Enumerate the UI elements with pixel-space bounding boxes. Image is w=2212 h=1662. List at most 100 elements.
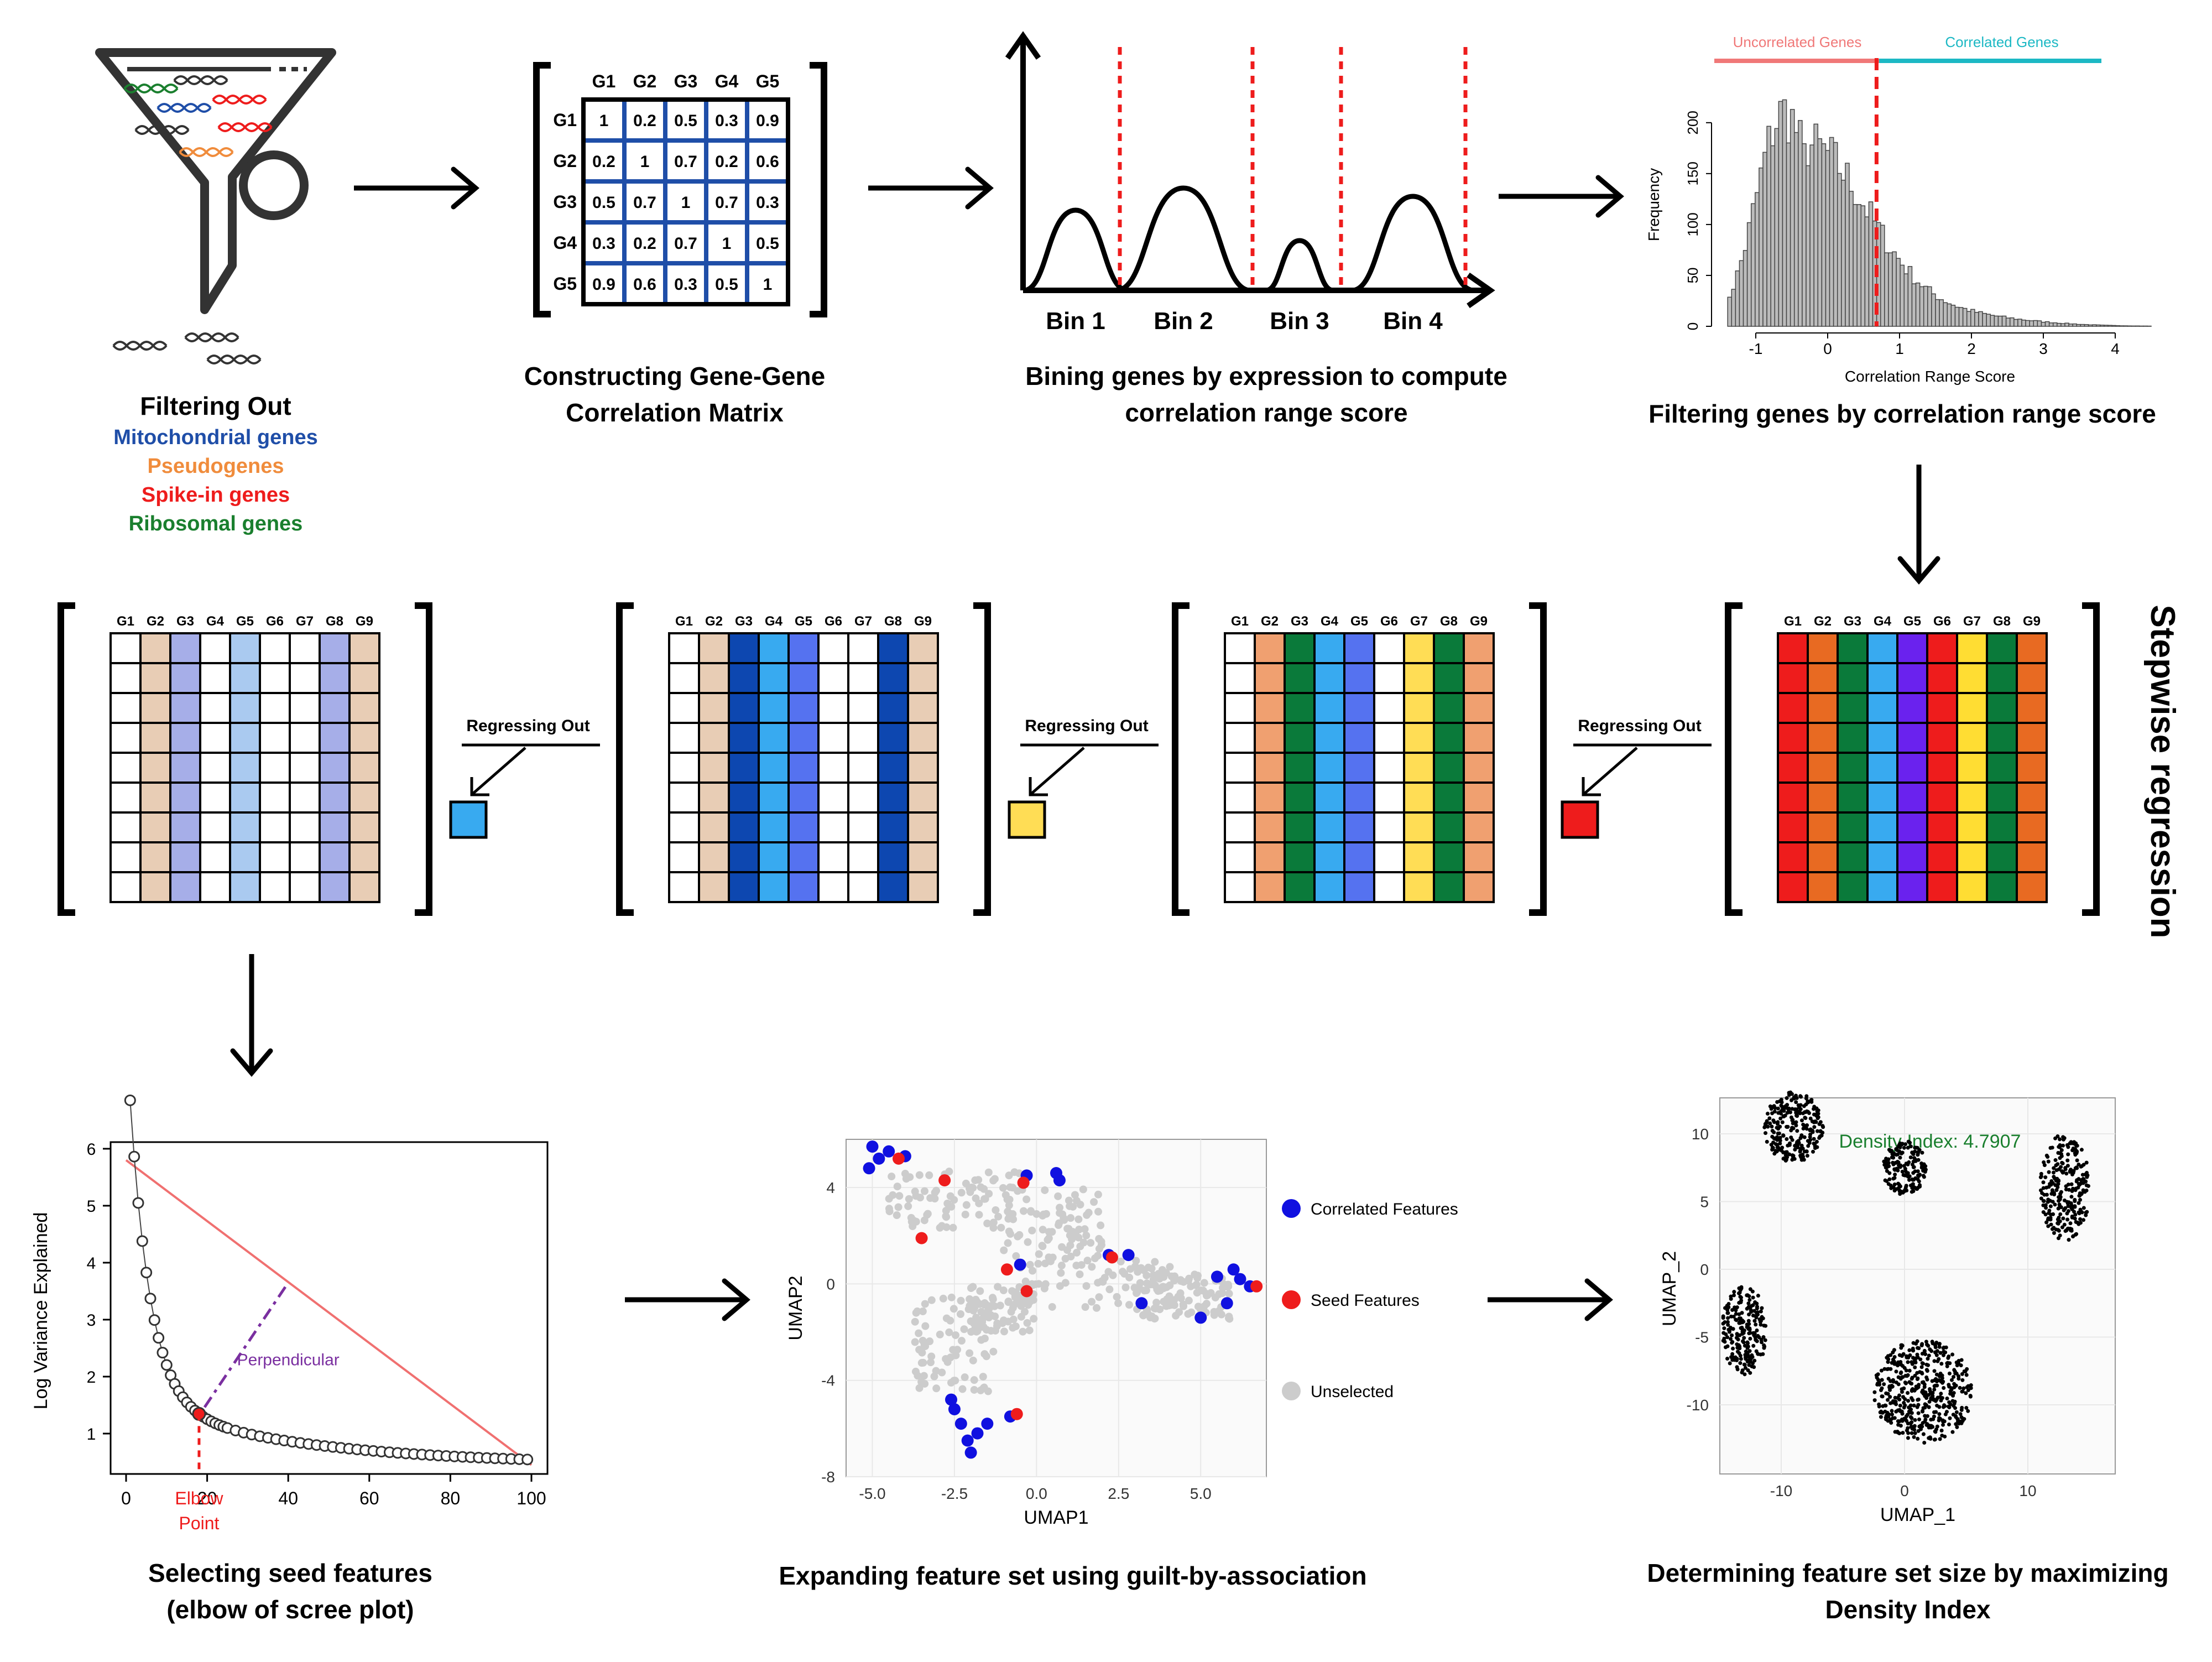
density-cell-point <box>1927 1393 1931 1397</box>
umap-point-unselected <box>1094 1279 1102 1286</box>
regression-cell <box>1434 812 1464 842</box>
umap-point-seed <box>1011 1408 1023 1420</box>
density-cell-point <box>2070 1203 2074 1207</box>
density-cell-point <box>1905 1161 1908 1165</box>
density-cell-point <box>1937 1357 1940 1361</box>
regression-cell <box>1838 693 1867 723</box>
corr-caption-line1: Constructing Gene-Gene <box>487 357 863 395</box>
umap-caption: Expanding feature set using guilt-by-ass… <box>774 1557 1371 1595</box>
density-cell-point <box>2054 1188 2058 1192</box>
umap-point-unselected <box>936 1331 944 1338</box>
density-cell-point <box>1751 1314 1755 1317</box>
density-cell-point <box>1756 1294 1760 1298</box>
density-cell-point <box>1902 1352 1906 1356</box>
histogram-bar <box>1998 316 2002 326</box>
density-cell-point <box>1969 1394 1973 1398</box>
regression-cell <box>111 693 140 723</box>
matrix-cell-value: 0.3 <box>674 275 697 294</box>
umap-point-unselected <box>985 1169 993 1176</box>
umap-point-unselected <box>946 1317 954 1325</box>
umap-point-correlated <box>1221 1297 1233 1309</box>
density-cell-point <box>1751 1296 1755 1300</box>
density-cell-point <box>1765 1119 1769 1123</box>
bin-label: Bin 3 <box>1270 308 1329 335</box>
umap-point-unselected <box>947 1192 954 1200</box>
regression-cell <box>1344 663 1374 693</box>
density-cell-point <box>1911 1356 1915 1359</box>
density-cell-point <box>2065 1212 2069 1216</box>
umap-point-unselected <box>1184 1310 1192 1318</box>
regression-cell <box>230 842 260 872</box>
regression-cell <box>1927 723 1957 753</box>
regression-cell <box>290 693 320 723</box>
regression-cell <box>1808 812 1838 842</box>
regressing-out-step-1: Regressing Out <box>451 717 600 837</box>
density-cell-point <box>1724 1332 1728 1336</box>
umap-point-unselected <box>1042 1280 1050 1288</box>
regression-cell <box>1285 753 1314 783</box>
regressing-out-arrow <box>1584 748 1637 794</box>
regression-cell <box>230 633 260 663</box>
elbow-label-line1: Elbow <box>175 1488 223 1508</box>
histogram-bar <box>1841 180 1845 326</box>
matrix-cell-value: 0.9 <box>592 275 615 294</box>
regression-cell <box>260 842 290 872</box>
density-cell-point <box>1921 1362 1925 1366</box>
umap-point-unselected <box>1010 1316 1018 1324</box>
regression-cell <box>140 872 170 902</box>
regression-cell <box>759 723 789 753</box>
density-cell-point <box>1940 1381 1944 1385</box>
density-cell-point <box>1808 1128 1812 1132</box>
hist-caption: Filtering genes by correlation range sco… <box>1626 395 2179 433</box>
density-cell-point <box>1901 1431 1905 1435</box>
density-cell-point <box>1957 1361 1960 1365</box>
umap-point-unselected <box>970 1305 978 1313</box>
density-cell-point <box>2057 1222 2060 1226</box>
umap-point-unselected <box>916 1171 924 1179</box>
density-cell-point <box>1747 1298 1751 1302</box>
regression-cell <box>1808 723 1838 753</box>
density-cell-point <box>2044 1206 2048 1210</box>
density-cell-point <box>1897 1145 1901 1149</box>
histogram-bar <box>1838 174 1841 326</box>
density-cell-point <box>2061 1144 2065 1148</box>
density-cell-point <box>1872 1390 1876 1394</box>
density-cell-point <box>1737 1291 1741 1295</box>
regression-cell <box>1957 663 1987 693</box>
scree-point <box>523 1455 533 1465</box>
density-cell-point <box>1766 1112 1770 1116</box>
density-cell-point <box>1804 1096 1808 1100</box>
umap-point-unselected <box>1012 1288 1020 1296</box>
density-cell-point <box>1887 1157 1891 1161</box>
regression-cell <box>1285 872 1314 902</box>
umap-point-unselected <box>1062 1279 1070 1286</box>
regression-cell <box>1897 723 1927 753</box>
density-cell-point <box>1782 1114 1786 1118</box>
scree-point <box>154 1333 164 1343</box>
density-cell-point <box>1912 1165 1916 1169</box>
density-cell-point <box>1731 1358 1735 1362</box>
regression-cell <box>908 693 938 723</box>
regression-cell <box>669 633 699 663</box>
density-cell-point <box>1913 1431 1917 1435</box>
umap-point-unselected <box>950 1305 958 1312</box>
density-cell-point <box>1890 1409 1893 1413</box>
density-cell-point <box>1785 1158 1788 1161</box>
umap-legend-label: Correlated Features <box>1311 1200 1458 1218</box>
regression-cell <box>789 783 818 812</box>
regression-cell <box>290 723 320 753</box>
density-cell-point <box>1806 1101 1810 1104</box>
density-cell-point <box>1812 1137 1816 1141</box>
density-cell-point <box>1745 1322 1749 1326</box>
regression-cell <box>1404 753 1434 783</box>
histogram-bar <box>1928 286 1932 326</box>
density-cell-point <box>1942 1386 1945 1390</box>
regression-cell <box>878 723 908 753</box>
regression-cell <box>349 812 379 842</box>
umap-point-unselected <box>971 1176 979 1184</box>
regression-col-header: G6 <box>1933 614 1951 629</box>
regression-cell <box>170 723 200 753</box>
umap-point-unselected <box>1177 1294 1185 1302</box>
density-cell-point <box>1895 1380 1898 1384</box>
density-cell-point <box>1888 1401 1892 1405</box>
